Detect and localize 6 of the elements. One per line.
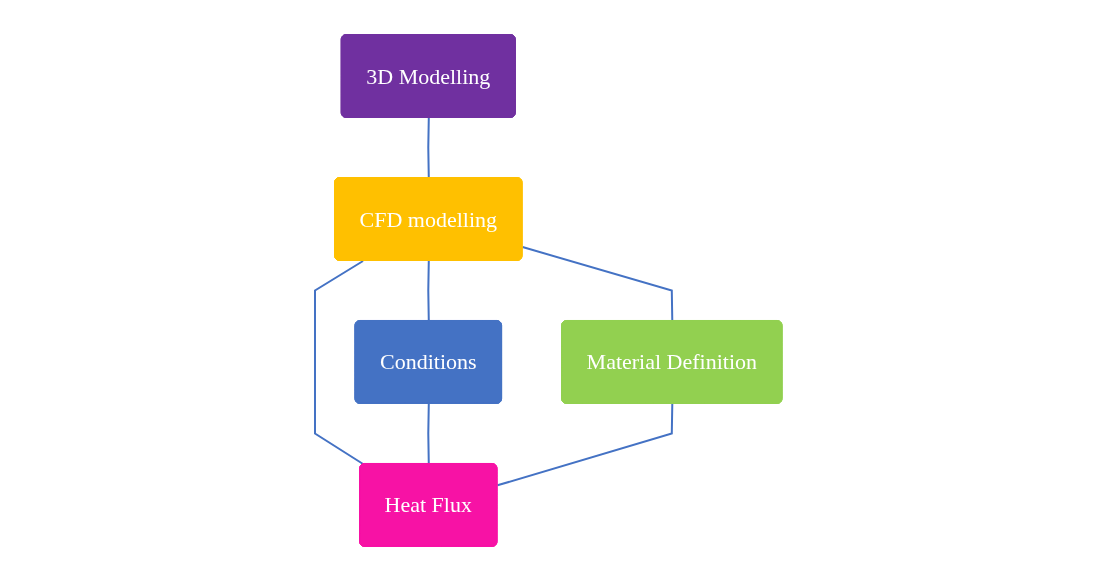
connector [314,260,365,466]
connector [427,403,430,465]
connector [521,246,674,322]
connector [496,403,674,487]
connector [427,260,430,322]
connector [427,117,430,179]
